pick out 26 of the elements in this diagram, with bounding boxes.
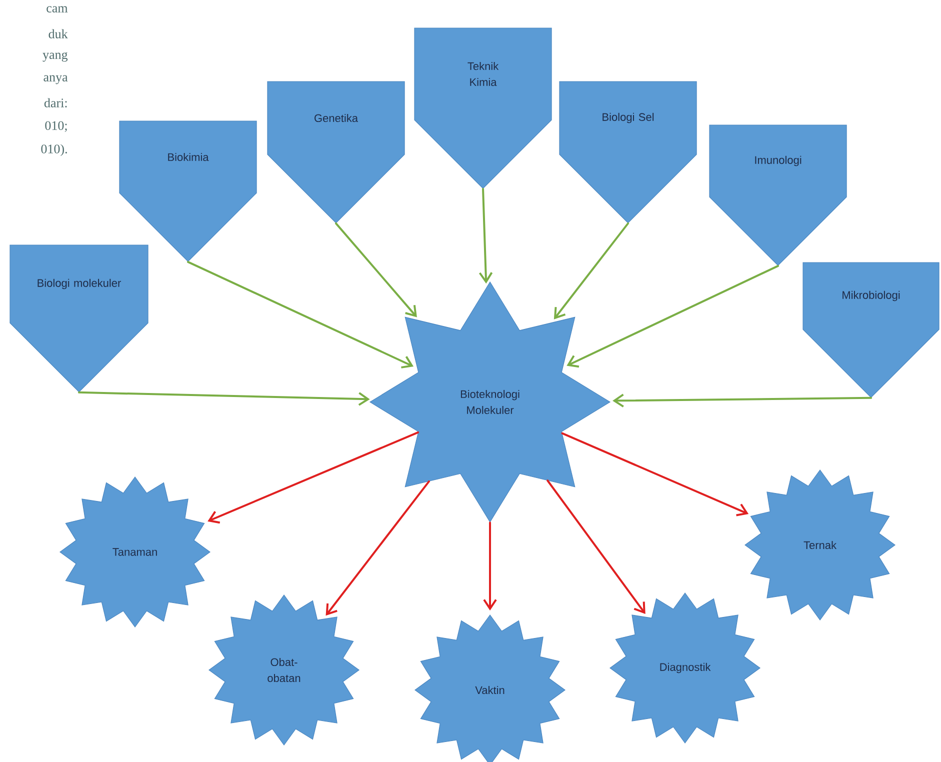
pentagon-box: Imunologi <box>709 124 847 266</box>
arrow <box>208 431 419 524</box>
text-fragment: anya <box>44 75 68 84</box>
text-fragment: cam <box>46 6 68 12</box>
pentagon-box: Mikrobiologi <box>802 262 940 398</box>
pentagon-box: Teknik Kimia <box>414 28 552 189</box>
arrow <box>561 432 749 516</box>
arrow <box>483 522 497 610</box>
pentagon-box: Biologi molekuler <box>10 244 148 392</box>
arrow <box>326 480 430 616</box>
arrow <box>187 260 414 368</box>
text-fragment: duk <box>48 29 68 38</box>
arrow <box>78 391 370 406</box>
text-fragment: dari: <box>44 98 67 108</box>
pentagon-box: Genetika <box>267 81 405 224</box>
pentagon-box: Biologi Sel <box>559 81 697 224</box>
text-fragment: yang <box>42 52 68 62</box>
arrow <box>546 480 646 614</box>
text-fragment: 010). <box>41 144 67 156</box>
arrow <box>566 264 779 368</box>
arrow <box>612 394 872 408</box>
arrow <box>335 222 417 318</box>
arrow <box>554 222 629 320</box>
text-fragment: 010; <box>45 121 67 132</box>
arrow <box>478 188 493 284</box>
pentagon-box: Biokimia <box>119 120 257 262</box>
